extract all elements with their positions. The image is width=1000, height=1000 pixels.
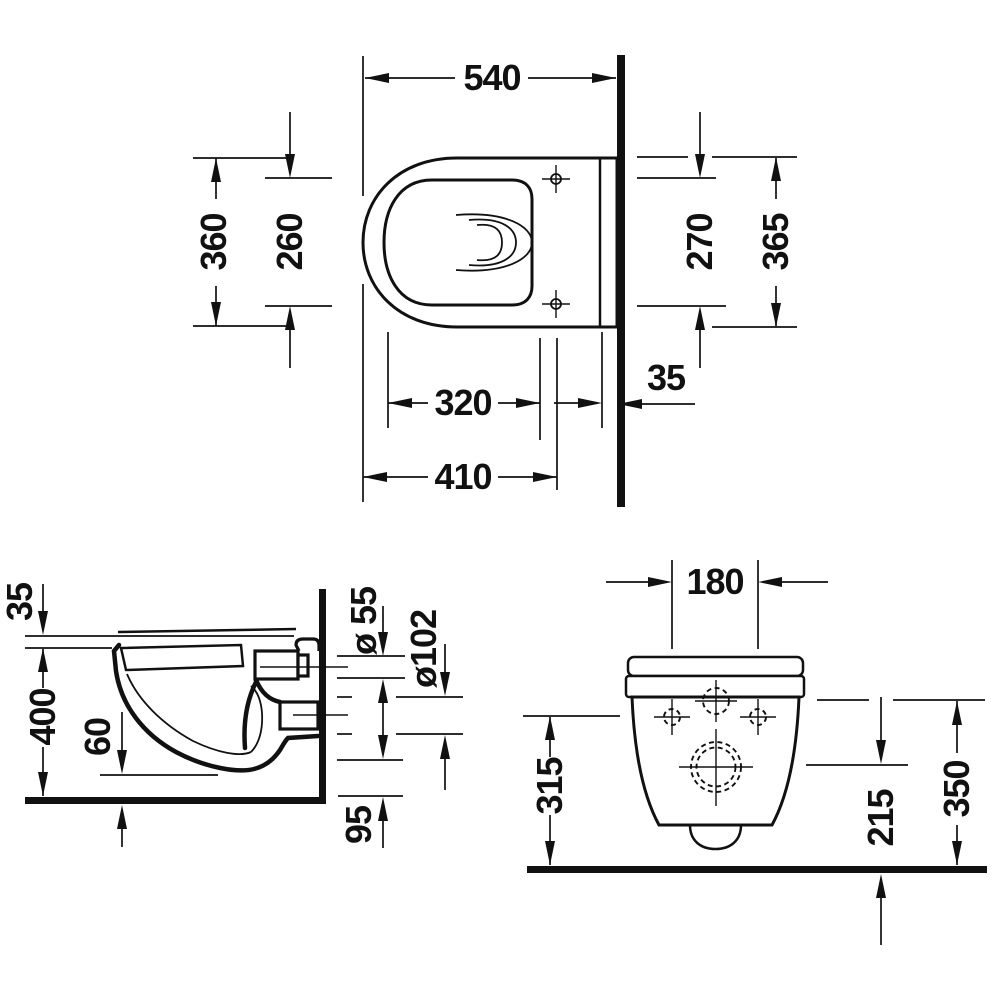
seat-lid-top-line	[117, 627, 297, 634]
arrow-right	[592, 73, 616, 83]
dim-260-label: 260	[269, 213, 310, 270]
outlet-bump-front	[688, 824, 743, 851]
dim-320-label: 320	[434, 382, 491, 423]
dim-315: 315	[523, 715, 620, 865]
water-spot-arc-outer	[455, 213, 533, 272]
dim-365: 365	[712, 157, 797, 328]
bowl-back-line	[253, 677, 283, 705]
dim-dia102: ø102	[337, 610, 463, 790]
dim-410-label: 410	[434, 456, 491, 497]
dim-215: 215	[806, 697, 908, 945]
dim-35-side-label: 35	[0, 582, 40, 621]
water-spot-arc-middle	[468, 218, 517, 267]
inlet-connector	[296, 653, 310, 678]
bowl-inner-line	[126, 673, 252, 755]
seat-opening-outline	[382, 178, 534, 307]
dim-35-top-label: 35	[647, 357, 686, 398]
side-view: 35 400 60 ø 55	[0, 582, 463, 848]
dim-180-label: 180	[686, 561, 743, 602]
dim-350-label: 350	[936, 760, 977, 817]
dim-35-top: 35	[554, 332, 695, 428]
seat-section	[119, 643, 245, 672]
wall-section-top-view	[617, 55, 625, 507]
inlet-hole-icon-front	[695, 680, 737, 722]
dim-540: 540	[362, 56, 616, 196]
front-view: 180 315 215 350	[523, 560, 987, 945]
dim-dia55-label: ø 55	[343, 586, 384, 655]
dim-320: 320	[387, 332, 541, 440]
dim-360-label: 360	[193, 213, 234, 270]
bowl-profile-outline	[111, 642, 321, 773]
water-spot-arc-inner	[476, 223, 503, 262]
top-view: 540 360 260	[193, 55, 797, 507]
dim-180: 180	[606, 560, 828, 649]
dim-270: 270	[637, 112, 797, 368]
mount-hole-right-icon	[740, 699, 776, 735]
dim-215-label: 215	[860, 788, 901, 846]
flange-front	[624, 674, 806, 699]
arrow-left	[365, 73, 389, 83]
fixing-hole-icon-top	[542, 165, 570, 193]
dim-chain-stem	[378, 679, 388, 759]
dim-95: 95	[337, 759, 403, 848]
dim-35-side: 35	[0, 582, 294, 649]
dim-60-label: 60	[77, 718, 118, 756]
dim-dia102-label: ø102	[403, 610, 444, 688]
dim-540-label: 540	[463, 57, 520, 98]
dim-60: 60	[77, 712, 218, 847]
dim-400-label: 400	[22, 688, 63, 745]
dim-350: 350	[817, 699, 985, 865]
dim-270-label: 270	[679, 213, 720, 270]
floor-line-front-view	[527, 866, 987, 873]
lid-front	[626, 655, 805, 678]
drain-hole-icon-front	[679, 729, 753, 806]
dim-95-label: 95	[338, 805, 379, 844]
inlet-spigot-hook	[294, 637, 321, 652]
mount-hole-left-icon	[654, 699, 690, 735]
trap-back-line	[242, 679, 259, 751]
dim-260: 260	[265, 112, 332, 368]
flush-inlet-stub	[253, 649, 300, 681]
dim-315-label: 315	[529, 756, 570, 814]
dim-365-label: 365	[755, 212, 796, 270]
dim-dia55: ø 55	[337, 586, 405, 679]
floor-line-side-view	[25, 797, 326, 804]
dim-400: 400	[22, 648, 63, 796]
fixing-hole-icon-bottom	[542, 290, 570, 318]
wall-section-side-view	[319, 589, 326, 797]
dim-360: 360	[193, 157, 288, 327]
dim-410: 410	[362, 284, 558, 502]
trap-inner-line	[250, 685, 264, 753]
